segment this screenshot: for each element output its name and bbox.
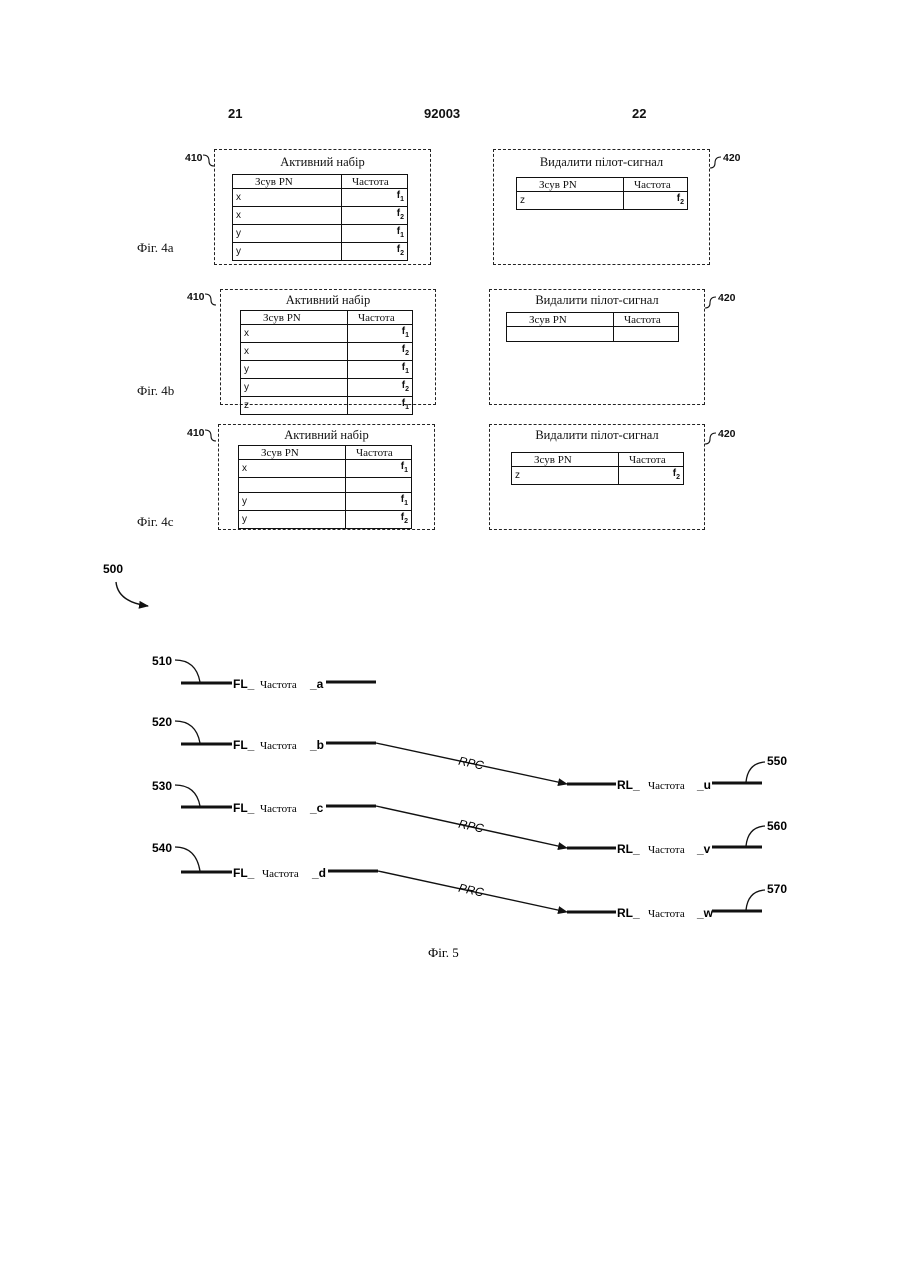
leader-410-4b — [205, 294, 216, 305]
leader-420-4b — [705, 297, 716, 308]
leader-410-4c — [205, 430, 216, 441]
leader-420-4c — [705, 433, 716, 444]
leader-410-4a — [203, 155, 214, 166]
leader-420-4a — [710, 157, 721, 168]
